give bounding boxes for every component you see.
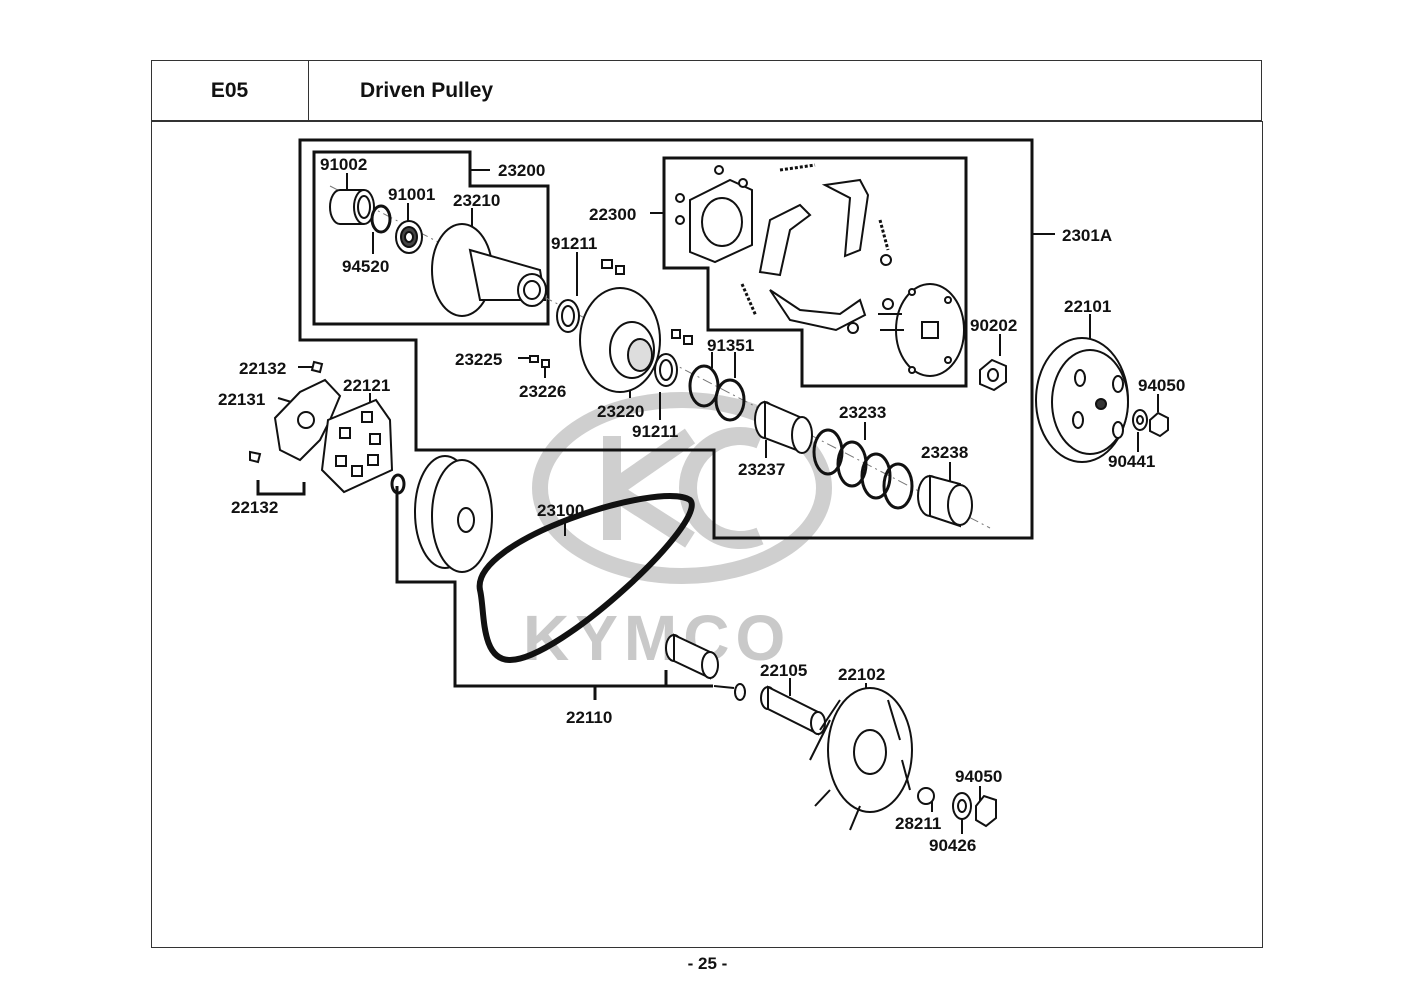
label-22131: 22131 — [218, 390, 265, 409]
movable-driven-face-23220 — [579, 287, 661, 393]
clutch-outer-22101 — [1035, 337, 1129, 463]
clutch-plate-22300 — [675, 165, 753, 264]
clutch-shoes-22300 — [740, 163, 894, 334]
label-23226: 23226 — [519, 382, 566, 401]
collar-28211 — [917, 787, 935, 805]
label-23200: 23200 — [498, 161, 545, 180]
clutch-back-plate — [878, 283, 965, 377]
label-22101: 22101 — [1064, 297, 1111, 316]
oil-seal-91211-upper — [556, 299, 580, 333]
header-box — [151, 60, 1262, 121]
spring-23233 — [812, 428, 914, 510]
circlip-94520 — [370, 204, 392, 234]
guide-pin — [601, 259, 613, 269]
label-2301A: 2301A — [1062, 226, 1112, 245]
movable-drive-face — [414, 455, 493, 573]
diagram-frame — [151, 121, 1263, 948]
collar-23237 — [754, 400, 813, 454]
label-94050-upper: 94050 — [1138, 376, 1185, 395]
page-title: Driven Pulley — [360, 78, 494, 102]
o-ring-91351-b — [714, 378, 746, 422]
label-23225: 23225 — [455, 350, 502, 369]
slider-22132-lower — [249, 450, 262, 464]
label-91211-upper: 91211 — [551, 234, 597, 253]
drive-collar — [665, 633, 719, 680]
label-23220: 23220 — [597, 402, 644, 421]
label-22102: 22102 — [838, 665, 885, 684]
label-23233: 23233 — [839, 403, 886, 422]
circlip-drive — [390, 473, 406, 495]
fixed-driven-face-23210 — [431, 223, 547, 317]
label-22132-upper: 22132 — [239, 359, 286, 378]
label-91002: 91002 — [320, 155, 367, 174]
label-94520: 94520 — [342, 257, 389, 276]
washer-90441 — [1132, 409, 1148, 431]
drive-circlip — [734, 683, 746, 701]
guide-pin-collar — [615, 265, 625, 275]
pin-23225 — [529, 355, 539, 363]
label-23237: 23237 — [738, 460, 785, 479]
nut-94050-upper — [1149, 411, 1169, 438]
assembly-bracket-lines — [256, 138, 1034, 700]
washer-90426 — [952, 792, 972, 820]
label-22300: 22300 — [589, 205, 636, 224]
weight-rollers-22121 — [320, 398, 394, 494]
label-22132-lower: 22132 — [231, 498, 278, 517]
label-91351: 91351 — [707, 336, 754, 355]
nut-94050-lower — [975, 794, 997, 828]
v-belt-23100 — [476, 493, 695, 664]
ball-bearing-91001 — [395, 220, 423, 254]
label-94050-lower: 94050 — [955, 767, 1002, 786]
label-23238: 23238 — [921, 443, 968, 462]
label-23100: 23100 — [537, 501, 584, 520]
pin-collar-23226 — [541, 359, 550, 368]
label-91211-lower: 91211 — [632, 422, 678, 441]
spring-seat-23238 — [917, 474, 973, 528]
bushing-22105 — [760, 685, 826, 736]
needle-bearing-91002 — [329, 189, 375, 225]
nut-90202 — [979, 358, 1007, 392]
label-90426: 90426 — [929, 836, 976, 855]
page-number: - 25 - — [687, 954, 728, 973]
section-code: E05 — [151, 60, 309, 121]
leader-lines — [277, 169, 1159, 834]
slider-22132-upper — [310, 360, 324, 374]
pin-small — [671, 329, 681, 339]
label-90441: 90441 — [1108, 452, 1155, 471]
label-22105: 22105 — [760, 661, 807, 680]
label-90202: 90202 — [970, 316, 1017, 335]
label-23210: 23210 — [453, 191, 500, 210]
o-ring-91351-a — [688, 364, 720, 408]
oil-seal-91211-lower — [654, 353, 678, 387]
label-28211: 28211 — [895, 814, 941, 833]
label-91001: 91001 — [388, 185, 435, 204]
label-22121: 22121 — [343, 376, 390, 395]
fan-drive-face-22102 — [809, 687, 913, 831]
label-22110: 22110 — [566, 708, 612, 727]
pin-collar-small — [683, 335, 693, 345]
